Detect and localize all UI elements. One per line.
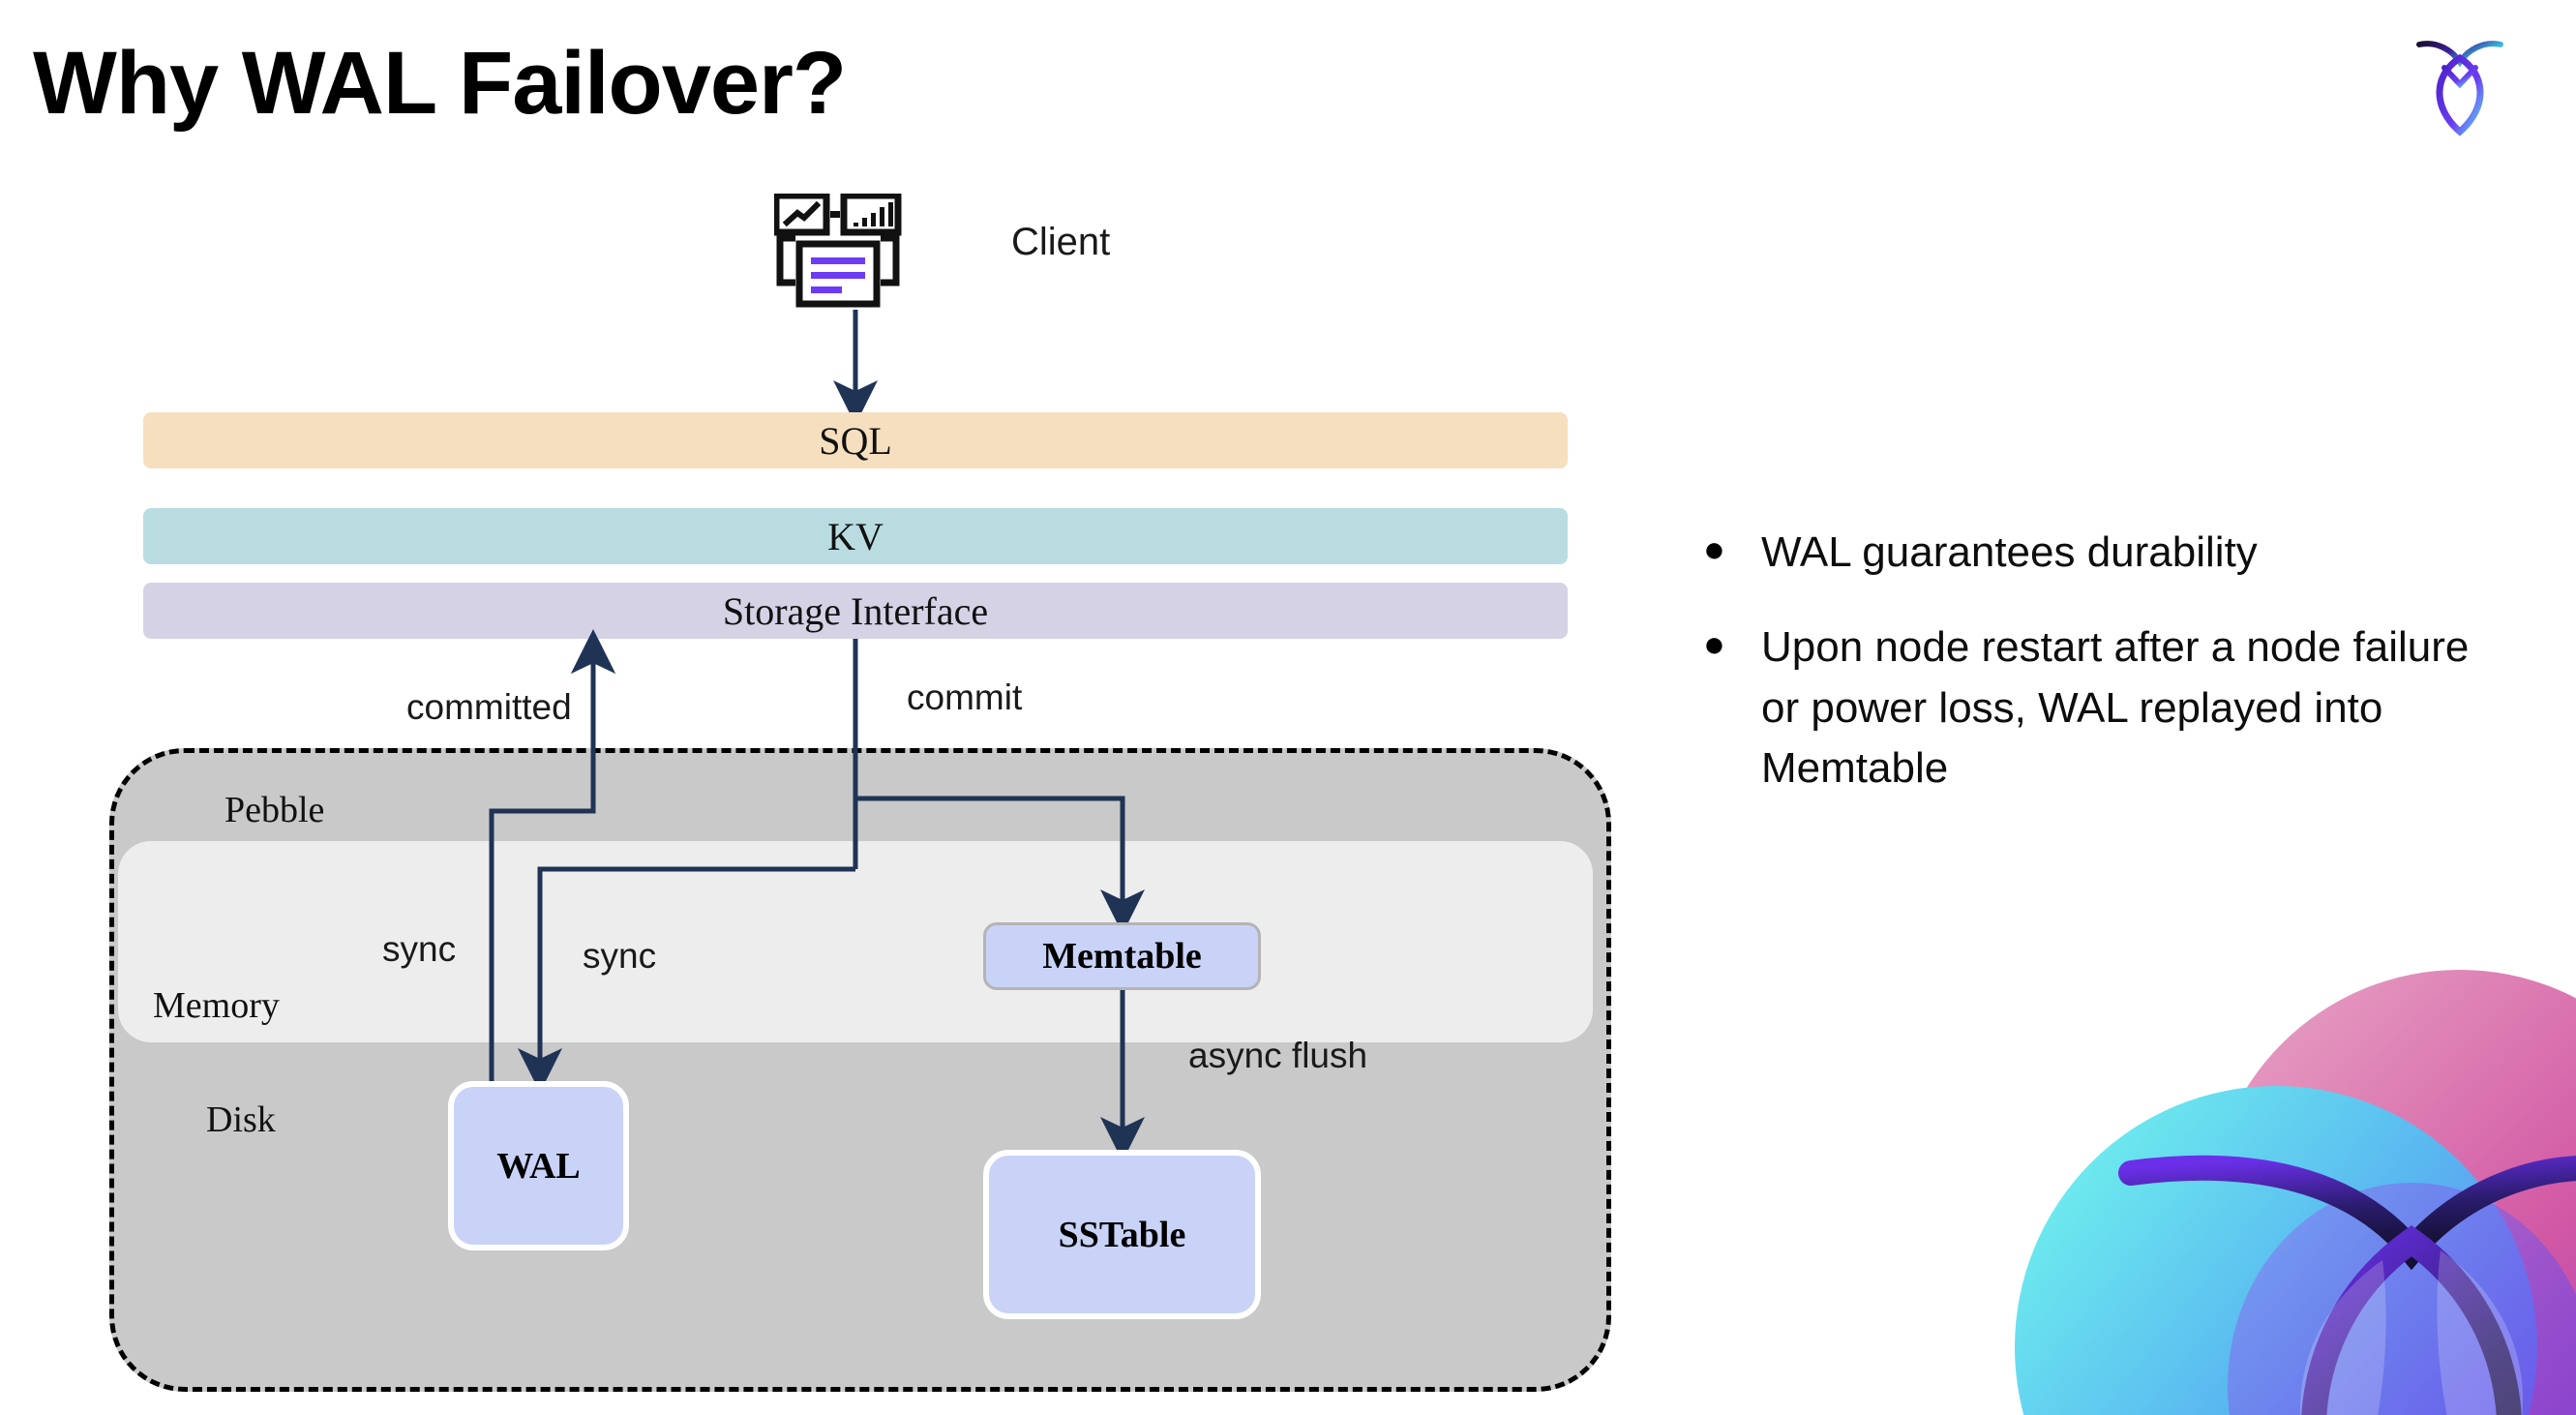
layer-label-sql: SQL [819, 418, 892, 463]
edge-label-sync-2: sync [583, 936, 657, 976]
bullet-text: WAL guarantees durability [1761, 528, 2258, 576]
memory-label: Memory [153, 985, 280, 1026]
bullet-text: Upon node restart after a node failure o… [1761, 623, 2470, 793]
node-wal: WAL [448, 1081, 629, 1250]
client-label: Client [1011, 221, 1111, 263]
bullet-marker-icon: ● [1703, 529, 1725, 570]
list-item: ● WAL guarantees durability [1703, 523, 2477, 583]
list-item: ● Upon node restart after a node failure… [1703, 617, 2477, 798]
layer-label-kv: KV [827, 514, 884, 558]
edge-label-commit: commit [907, 677, 1023, 717]
memory-region [118, 841, 1593, 1042]
edge-label-committed: committed [406, 687, 572, 727]
client-monitor-icon [772, 192, 929, 310]
node-memtable: Memtable [983, 922, 1261, 990]
layer-bar-sql: SQL [143, 412, 1568, 468]
layer-label-storage-interface: Storage Interface [722, 588, 989, 633]
page-title: Why WAL Failover? [33, 34, 847, 133]
bullet-marker-icon: ● [1703, 624, 1725, 666]
node-label-wal: WAL [496, 1145, 581, 1187]
cockroachdb-logo [2411, 31, 2508, 137]
edge-label-async-flush: async flush [1188, 1036, 1368, 1075]
node-label-sstable: SSTable [1058, 1214, 1186, 1255]
edge-label-sync-1: sync [382, 929, 457, 969]
layer-bar-kv: KV [143, 508, 1568, 564]
node-label-memtable: Memtable [1042, 936, 1202, 977]
architecture-diagram: Client SQL KV Storage Interface Pebble M… [109, 192, 1611, 1392]
decorative-corner-graphic [1957, 931, 2576, 1415]
node-sstable: SSTable [983, 1150, 1261, 1319]
bullet-list: ● WAL guarantees durability ● Upon node … [1703, 523, 2477, 834]
disk-label: Disk [206, 1099, 276, 1140]
pebble-label: Pebble [225, 790, 325, 830]
layer-bar-storage-interface: Storage Interface [143, 583, 1568, 639]
